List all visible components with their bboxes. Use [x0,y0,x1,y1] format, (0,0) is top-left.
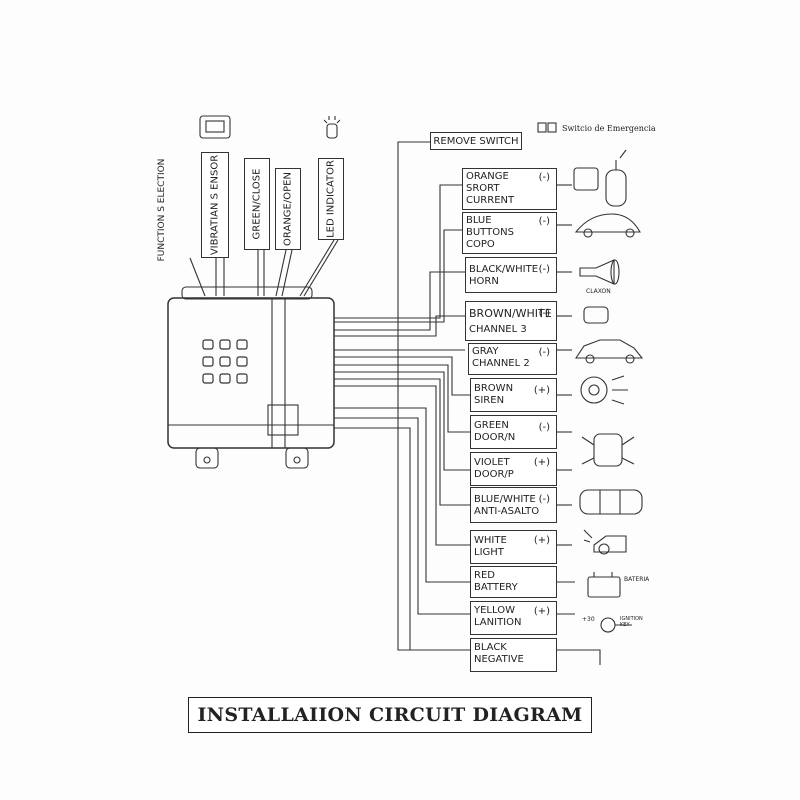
emergency-switch-label: Switcio de Emergencia [562,124,656,133]
claxon-label: CLAXON [586,288,611,295]
green-close-label: GREEN/CLOSE [244,158,270,250]
ignition-label: IGNITION KEY [620,616,643,628]
orange-open-label: ORANGE/OPEN [275,168,301,250]
led-indicator-label: LED INDICATOR [318,158,344,240]
function-selection-label: FUNCTION S ELECTION [157,158,167,262]
bateria-label: BATERIA [624,576,650,583]
plus30-label: +30 [582,616,595,623]
vibration-sensor-label: VIBRATIAN S ENSOR [201,152,229,258]
remove-switch-label: REMOVE SWITCH [430,132,522,150]
diagram-title: INSTALLAIION CIRCUIT DIAGRAM [188,697,592,733]
